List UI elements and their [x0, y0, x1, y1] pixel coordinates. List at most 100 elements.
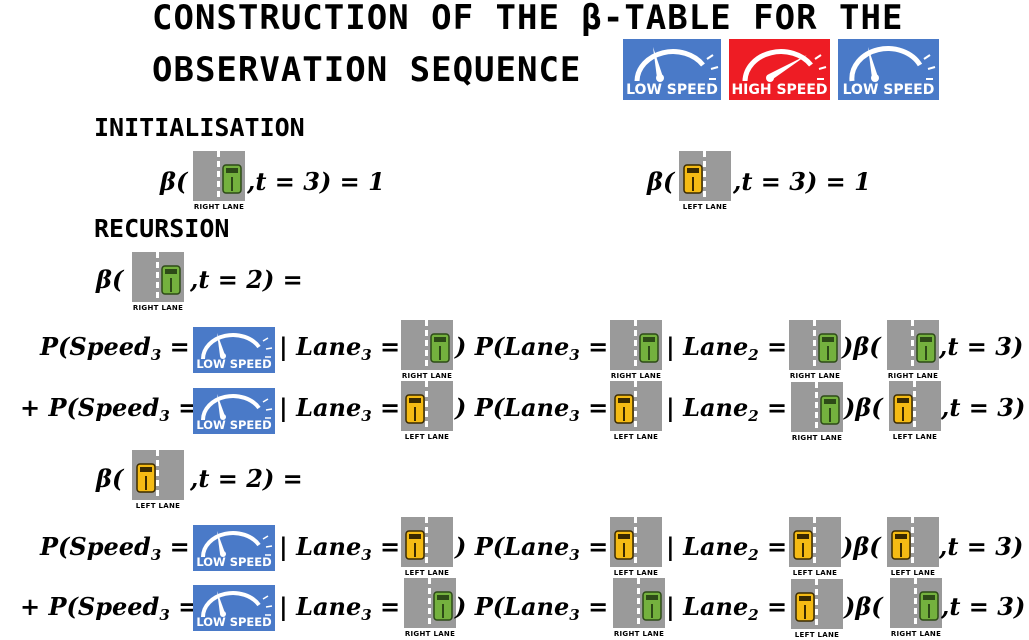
lane-icon-right: RIGHT LANE [789, 320, 841, 380]
yellow-car-icon [405, 530, 425, 560]
section-initialisation: INITIALISATION [94, 113, 305, 142]
rowA1-bar-lane2: | Lane2 = [666, 332, 788, 365]
lane-caption: LEFT LANE [404, 569, 450, 577]
lane-caption: LEFT LANE [794, 631, 840, 639]
lane-caption: RIGHT LANE [789, 372, 841, 380]
green-car-icon [161, 265, 181, 295]
green-car-icon [433, 591, 453, 621]
lane-caption: LEFT LANE [613, 433, 659, 441]
yellow-car-icon [614, 530, 634, 560]
lane-caption: RIGHT LANE [610, 372, 662, 380]
lane-icon-left: LEFT LANE [132, 450, 184, 510]
rec2-beta-tail: ,t = 2) = [190, 464, 303, 493]
rowA2-bar-lane: | Lane3 = [279, 393, 401, 426]
green-car-icon [818, 333, 838, 363]
rowA2-bar-lane2: | Lane2 = [666, 393, 788, 426]
rowB2-p-lane: ) P(Lane3 = [455, 592, 609, 625]
green-car-icon [222, 164, 242, 194]
yellow-car-icon [683, 164, 703, 194]
obs-low-speed: LOW SPEED [193, 525, 275, 571]
yellow-car-icon [405, 394, 425, 424]
rowA1-p-speed: P(Speed3 = [40, 332, 190, 365]
rowB1-bar-lane: | Lane3 = [279, 532, 401, 565]
green-car-icon [919, 591, 939, 621]
lane-icon-left: LEFT LANE [610, 517, 662, 577]
rowB2-p-speed: + P(Speed3 = [20, 592, 199, 625]
green-car-icon [642, 591, 662, 621]
yellow-car-icon [795, 592, 815, 622]
lane-caption: RIGHT LANE [791, 434, 843, 442]
lane-icon-right: RIGHT LANE [610, 320, 662, 380]
observation-low-speed-2: LOW SPEED [838, 39, 939, 100]
init-beta-left-open: β( [647, 167, 675, 196]
obs-low-speed: LOW SPEED [193, 585, 275, 631]
obs-label: LOW SPEED [196, 555, 272, 569]
rec2-beta-open: β( [96, 464, 124, 493]
lane-icon-right: RIGHT LANE [132, 252, 184, 312]
green-car-icon [639, 333, 659, 363]
green-car-icon [916, 333, 936, 363]
lane-icon-right: RIGHT LANE [404, 578, 456, 638]
init-beta-right-open: β( [160, 167, 188, 196]
lane-caption: RIGHT LANE [890, 630, 942, 638]
lane-caption: LEFT LANE [135, 502, 181, 510]
section-recursion: RECURSION [94, 214, 230, 243]
obs-label: LOW SPEED [196, 418, 272, 432]
rowA2-p-speed: + P(Speed3 = [20, 393, 199, 426]
rowA1-beta-tail: ,t = 3) [939, 332, 1024, 361]
lane-icon-right: RIGHT LANE [791, 382, 843, 442]
speedometer-icon [201, 590, 273, 618]
rec1-beta-open: β( [96, 265, 124, 294]
rowB1-beta-open: )β( [842, 532, 881, 561]
lane-icon-left: LEFT LANE [401, 381, 453, 441]
page-title-line-2: OBSERVATION SEQUENCE [152, 50, 582, 90]
rowA1-beta-open: )β( [842, 332, 881, 361]
yellow-car-icon [136, 463, 156, 493]
yellow-car-icon [614, 394, 634, 424]
lane-icon-right: RIGHT LANE [890, 578, 942, 638]
lane-icon-left: LEFT LANE [791, 579, 843, 639]
lane-icon-right: RIGHT LANE [193, 151, 245, 211]
lane-caption: RIGHT LANE [193, 203, 245, 211]
yellow-car-icon [891, 530, 911, 560]
speedometer-icon [634, 47, 719, 82]
observation-label: LOW SPEED [842, 82, 935, 98]
obs-label: LOW SPEED [196, 615, 272, 629]
rowB2-beta-open: )β( [844, 592, 883, 621]
observation-high-speed: HIGH SPEED [729, 39, 830, 100]
lane-icon-left: LEFT LANE [679, 151, 731, 211]
lane-caption: LEFT LANE [682, 203, 728, 211]
rowA1-p-lane: ) P(Lane3 = [455, 332, 609, 365]
rowA2-beta-tail: ,t = 3) [941, 393, 1026, 422]
observation-label: HIGH SPEED [731, 82, 828, 98]
lane-caption: RIGHT LANE [613, 630, 665, 638]
init-beta-right-tail: ,t = 3) = 1 [247, 167, 385, 196]
speedometer-icon [201, 393, 273, 421]
lane-caption: LEFT LANE [404, 433, 450, 441]
lane-caption: LEFT LANE [890, 569, 936, 577]
speedometer-icon [849, 46, 936, 82]
rowB2-bar-lane2: | Lane2 = [666, 592, 788, 625]
observation-low-speed-1: LOW SPEED [623, 39, 721, 100]
lane-caption: LEFT LANE [613, 569, 659, 577]
lane-caption: RIGHT LANE [132, 304, 184, 312]
rowA2-p-lane: ) P(Lane3 = [455, 393, 609, 426]
yellow-car-icon [893, 394, 913, 424]
rowB1-p-lane: ) P(Lane3 = [455, 532, 609, 565]
obs-low-speed: LOW SPEED [193, 327, 275, 373]
lane-caption: LEFT LANE [792, 569, 838, 577]
rowB2-beta-tail: ,t = 3) [941, 592, 1026, 621]
lane-caption: RIGHT LANE [404, 630, 456, 638]
speedometer-icon [742, 49, 827, 82]
speedometer-icon [201, 530, 273, 558]
lane-icon-left: LEFT LANE [887, 517, 939, 577]
lane-caption: LEFT LANE [892, 433, 938, 441]
yellow-car-icon [793, 530, 813, 560]
lane-icon-left: LEFT LANE [401, 517, 453, 577]
green-car-icon [820, 395, 840, 425]
rec1-beta-tail: ,t = 2) = [190, 265, 303, 294]
lane-icon-right: RIGHT LANE [887, 320, 939, 380]
init-beta-left-tail: ,t = 3) = 1 [733, 167, 871, 196]
rowB1-beta-tail: ,t = 3) [939, 532, 1024, 561]
lane-icon-right: RIGHT LANE [613, 578, 665, 638]
